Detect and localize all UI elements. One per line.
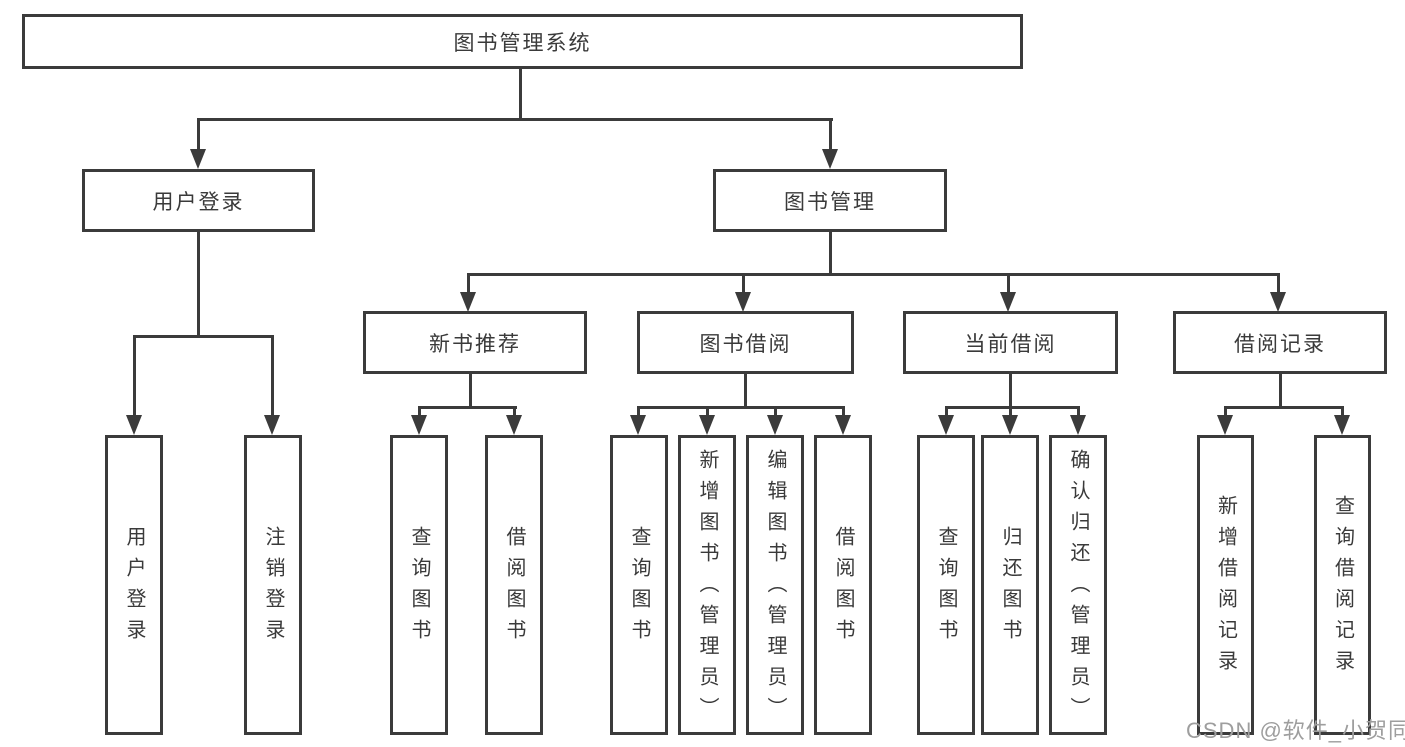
leaf-cb-query-books: 查询图书 <box>917 435 975 735</box>
connector-line <box>197 230 200 337</box>
arrow-down-icon <box>1217 415 1233 435</box>
leaf-user-login: 用户登录 <box>105 435 163 735</box>
connector-line <box>1077 406 1080 417</box>
connector-line <box>1009 372 1012 409</box>
arrow-down-icon <box>411 415 427 435</box>
connector-line <box>706 406 709 417</box>
node-root-library-system: 图书管理系统 <box>22 14 1023 69</box>
arrow-down-icon <box>506 415 522 435</box>
connector-line <box>197 118 833 121</box>
connector-line <box>418 406 517 409</box>
leaf-logout: 注销登录 <box>244 435 302 735</box>
arrow-down-icon <box>699 415 715 435</box>
connector-line <box>1007 273 1010 295</box>
arrow-down-icon <box>735 292 751 312</box>
leaf-bb-edit-books-admin: 编辑图书（管理员） <box>746 435 804 735</box>
connector-line <box>418 406 421 417</box>
connector-line <box>637 406 845 409</box>
arrow-down-icon <box>630 415 646 435</box>
connector-line <box>133 335 136 417</box>
csdn-watermark: CSDN @软件_小贺同学 <box>1186 718 1405 743</box>
connector-line <box>133 335 274 338</box>
connector-line <box>1009 406 1012 417</box>
connector-line <box>637 406 640 417</box>
connector-line <box>469 372 472 409</box>
connector-line <box>1277 273 1280 295</box>
arrow-down-icon <box>1334 415 1350 435</box>
connector-line <box>271 335 274 417</box>
leaf-bb-query-books: 查询图书 <box>610 435 668 735</box>
node-current-borrowing: 当前借阅 <box>903 311 1118 374</box>
connector-line <box>829 118 832 152</box>
connector-line <box>1341 406 1344 417</box>
node-borrowing-records: 借阅记录 <box>1173 311 1387 374</box>
connector-line <box>742 273 745 295</box>
leaf-br-add-record: 新增借阅记录 <box>1197 435 1254 735</box>
connector-line <box>945 406 1080 409</box>
leaf-bb-add-books-admin: 新增图书（管理员） <box>678 435 736 735</box>
arrow-down-icon <box>835 415 851 435</box>
node-user-login: 用户登录 <box>82 169 315 232</box>
connector-line <box>744 372 747 409</box>
connector-line <box>842 406 845 417</box>
connector-line <box>829 230 832 275</box>
node-book-borrowing: 图书借阅 <box>637 311 854 374</box>
arrow-down-icon <box>1002 415 1018 435</box>
leaf-bb-borrow-books: 借阅图书 <box>814 435 872 735</box>
node-book-management: 图书管理 <box>713 169 947 232</box>
arrow-down-icon <box>822 149 838 169</box>
leaf-rec-query-books: 查询图书 <box>390 435 448 735</box>
arrow-down-icon <box>1270 292 1286 312</box>
connector-line <box>945 406 948 417</box>
connector-line <box>467 273 1280 276</box>
arrow-down-icon <box>190 149 206 169</box>
arrow-down-icon <box>460 292 476 312</box>
connector-line <box>1279 372 1282 409</box>
connector-line <box>1224 406 1344 409</box>
connector-line <box>774 406 777 417</box>
node-new-book-recommendation: 新书推荐 <box>363 311 587 374</box>
arrow-down-icon <box>126 415 142 435</box>
connector-line <box>519 67 522 120</box>
arrow-down-icon <box>938 415 954 435</box>
leaf-cb-confirm-return-admin: 确认归还（管理员） <box>1049 435 1107 735</box>
connector-line <box>1224 406 1227 417</box>
leaf-cb-return-books: 归还图书 <box>981 435 1039 735</box>
connector-line <box>513 406 516 417</box>
arrow-down-icon <box>767 415 783 435</box>
connector-line <box>197 118 200 152</box>
leaf-rec-borrow-books: 借阅图书 <box>485 435 543 735</box>
connector-line <box>467 273 470 295</box>
arrow-down-icon <box>1070 415 1086 435</box>
arrow-down-icon <box>1000 292 1016 312</box>
leaf-br-query-record: 查询借阅记录 <box>1314 435 1371 735</box>
arrow-down-icon <box>264 415 280 435</box>
